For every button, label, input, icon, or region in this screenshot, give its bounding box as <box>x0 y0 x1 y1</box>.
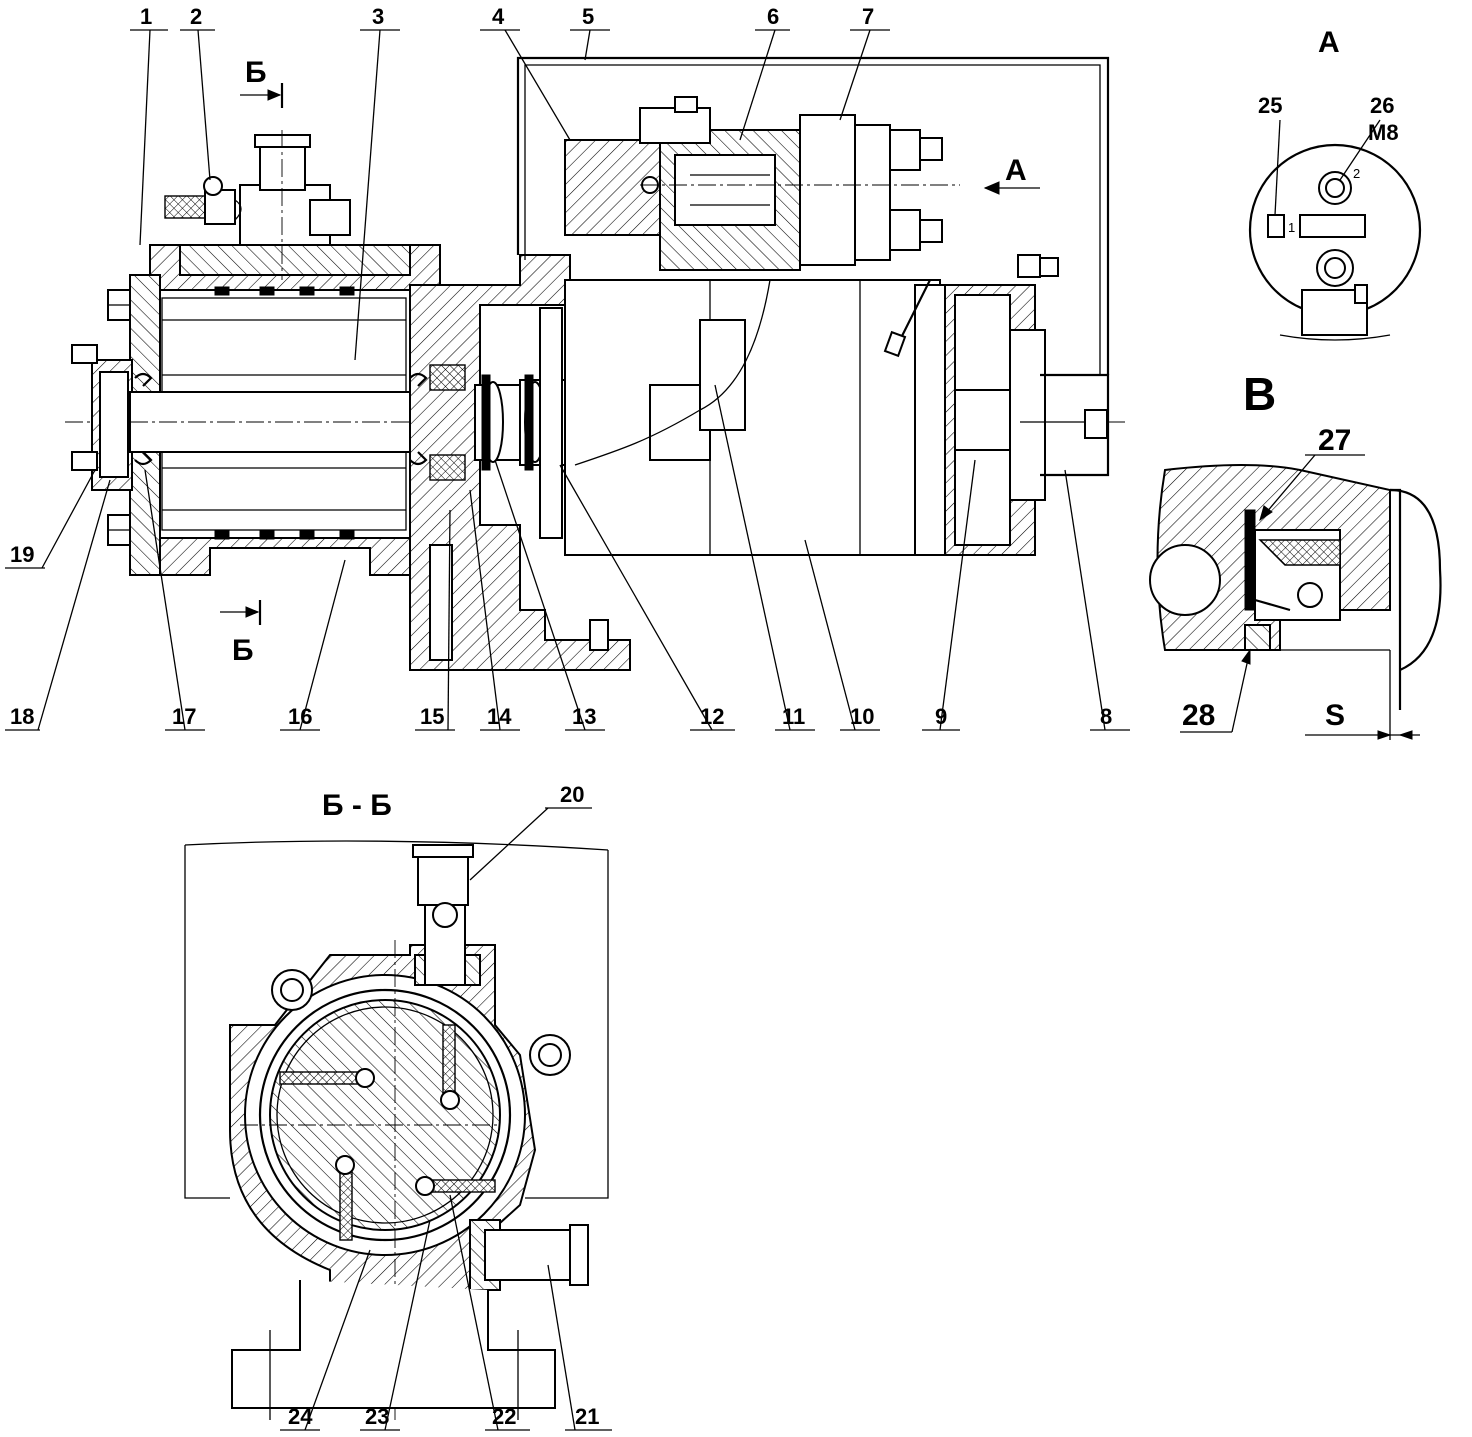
callout-1: 1 <box>140 4 152 29</box>
callout-24: 24 <box>288 1404 313 1429</box>
callout-19: 19 <box>10 542 34 567</box>
inlet-fitting <box>179 130 411 280</box>
callout-26: 26 <box>1370 93 1394 118</box>
callout-12: 12 <box>700 704 724 729</box>
labels: Б Б Б - Б A A B M8 S 1 2 1 2 3 4 5 6 7 8… <box>10 4 1399 1429</box>
oil-pipe <box>164 176 242 225</box>
callout-28: 28 <box>1182 699 1215 732</box>
callout-18: 18 <box>10 704 34 729</box>
section-leaders <box>280 807 612 1431</box>
section-b-b <box>184 840 609 1420</box>
main-section-view <box>65 56 1125 671</box>
callout-2: 2 <box>190 4 202 29</box>
vane-slots-bottom <box>214 530 355 540</box>
view-a-title: A <box>1318 26 1340 59</box>
callout-9: 9 <box>935 704 947 729</box>
callout-16: 16 <box>288 704 312 729</box>
coupling <box>474 307 571 539</box>
callout-5: 5 <box>582 4 594 29</box>
callout-leaders <box>5 29 1130 731</box>
section-mark-bottom: Б <box>232 634 254 667</box>
view-b-title: B <box>1243 368 1276 420</box>
terminal-2-note: 2 <box>1353 166 1360 181</box>
bolt-left-top <box>107 289 131 321</box>
callout-6: 6 <box>767 4 779 29</box>
callout-22: 22 <box>492 1404 516 1429</box>
callout-15: 15 <box>420 704 444 729</box>
terminal-1-note: 1 <box>1288 220 1295 235</box>
callout-25: 25 <box>1258 93 1282 118</box>
bolt-left-bottom <box>107 514 131 546</box>
section-mark-top: Б <box>245 56 267 89</box>
view-a-arrow-label: A <box>1005 154 1027 187</box>
callout-21: 21 <box>575 1404 599 1429</box>
callout-4: 4 <box>492 4 505 29</box>
callout-27: 27 <box>1318 424 1351 457</box>
vane-slots-top <box>214 286 355 296</box>
callout-3: 3 <box>372 4 384 29</box>
callout-10: 10 <box>850 704 874 729</box>
callout-13: 13 <box>572 704 596 729</box>
callout-17: 17 <box>172 704 196 729</box>
callout-8: 8 <box>1100 704 1112 729</box>
solenoid-relay <box>564 96 960 271</box>
callout-20: 20 <box>560 782 584 807</box>
callout-7: 7 <box>862 4 874 29</box>
section-title: Б - Б <box>322 789 392 822</box>
view-b-detail <box>1149 454 1442 740</box>
callout-14: 14 <box>487 704 512 729</box>
thread-note: M8 <box>1368 120 1399 145</box>
callout-11: 11 <box>782 704 805 729</box>
callout-23: 23 <box>365 1404 389 1429</box>
gap-note: S <box>1325 699 1345 732</box>
view-a <box>1248 119 1422 341</box>
motor-body <box>564 279 1100 556</box>
